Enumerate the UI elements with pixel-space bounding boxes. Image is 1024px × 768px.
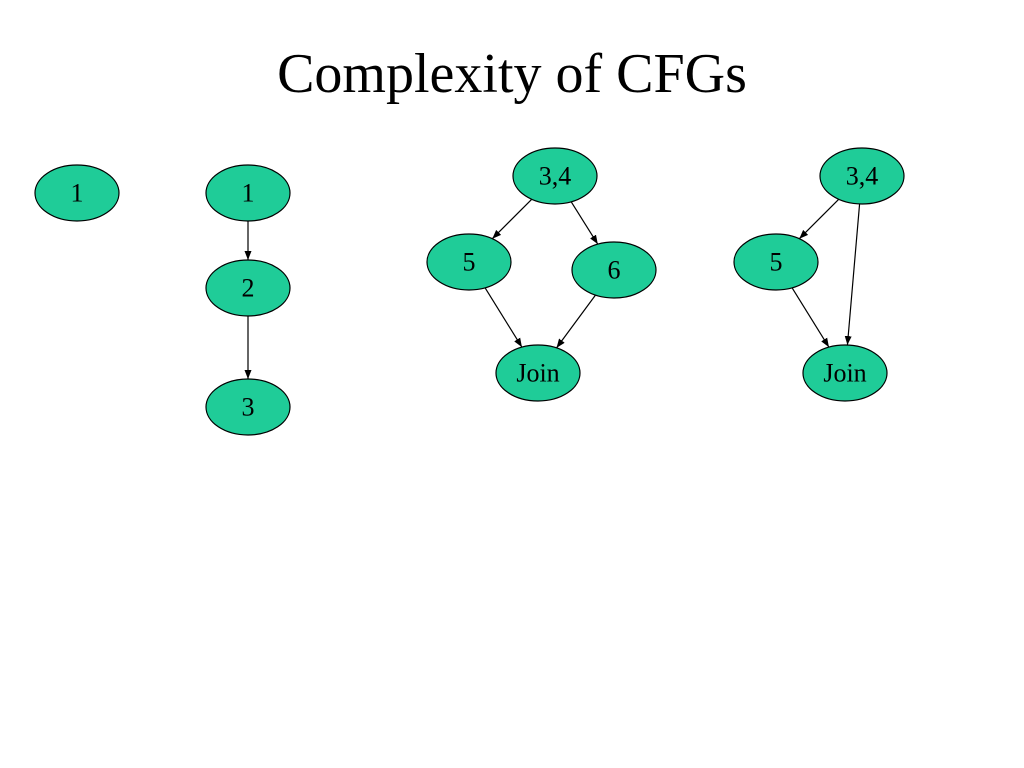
node-g3-n5: 5 <box>426 233 512 291</box>
node-label: 2 <box>242 274 255 303</box>
edge-g3-n34-to-n6 <box>570 201 599 245</box>
node-g4-join: Join <box>802 344 888 402</box>
node-label: 5 <box>770 248 783 277</box>
node-g1-n1: 1 <box>34 164 120 222</box>
node-shape <box>733 233 819 291</box>
node-g3-n6: 6 <box>571 241 657 299</box>
node-g4-n34: 3,4 <box>819 147 905 205</box>
node-shape <box>512 147 598 205</box>
edge-g4-n34-to-join <box>844 203 861 346</box>
slide-title: Complexity of CFGs <box>277 43 747 105</box>
node-label: 3,4 <box>846 162 879 191</box>
node-g2-n3: 3 <box>205 378 291 436</box>
edge-g3-n5-to-join <box>484 287 523 348</box>
node-g2-n2: 2 <box>205 259 291 317</box>
node-label: Join <box>823 359 866 388</box>
node-label: 3 <box>242 393 255 422</box>
node-shape <box>571 241 657 299</box>
node-g2-n1: 1 <box>205 164 291 222</box>
node-shape <box>819 147 905 205</box>
node-shape <box>205 164 291 222</box>
edges-layer <box>244 198 861 379</box>
node-shape <box>426 233 512 291</box>
node-shape <box>205 378 291 436</box>
node-label: 1 <box>242 179 255 208</box>
node-g3-n34: 3,4 <box>512 147 598 205</box>
node-label: 5 <box>463 248 476 277</box>
node-label: 6 <box>608 256 621 285</box>
edge-g3-n34-to-n5 <box>491 198 533 240</box>
edge-g4-n34-to-n5 <box>798 198 840 240</box>
edge-g3-n6-to-join <box>556 294 596 349</box>
node-shape <box>802 344 888 402</box>
node-label: Join <box>516 359 559 388</box>
node-label: 3,4 <box>539 162 572 191</box>
edge-g4-n5-to-join <box>791 287 830 348</box>
node-shape <box>495 344 581 402</box>
node-shape <box>205 259 291 317</box>
node-label: 1 <box>71 179 84 208</box>
node-g4-n5: 5 <box>733 233 819 291</box>
node-g3-join: Join <box>495 344 581 402</box>
node-shape <box>34 164 120 222</box>
